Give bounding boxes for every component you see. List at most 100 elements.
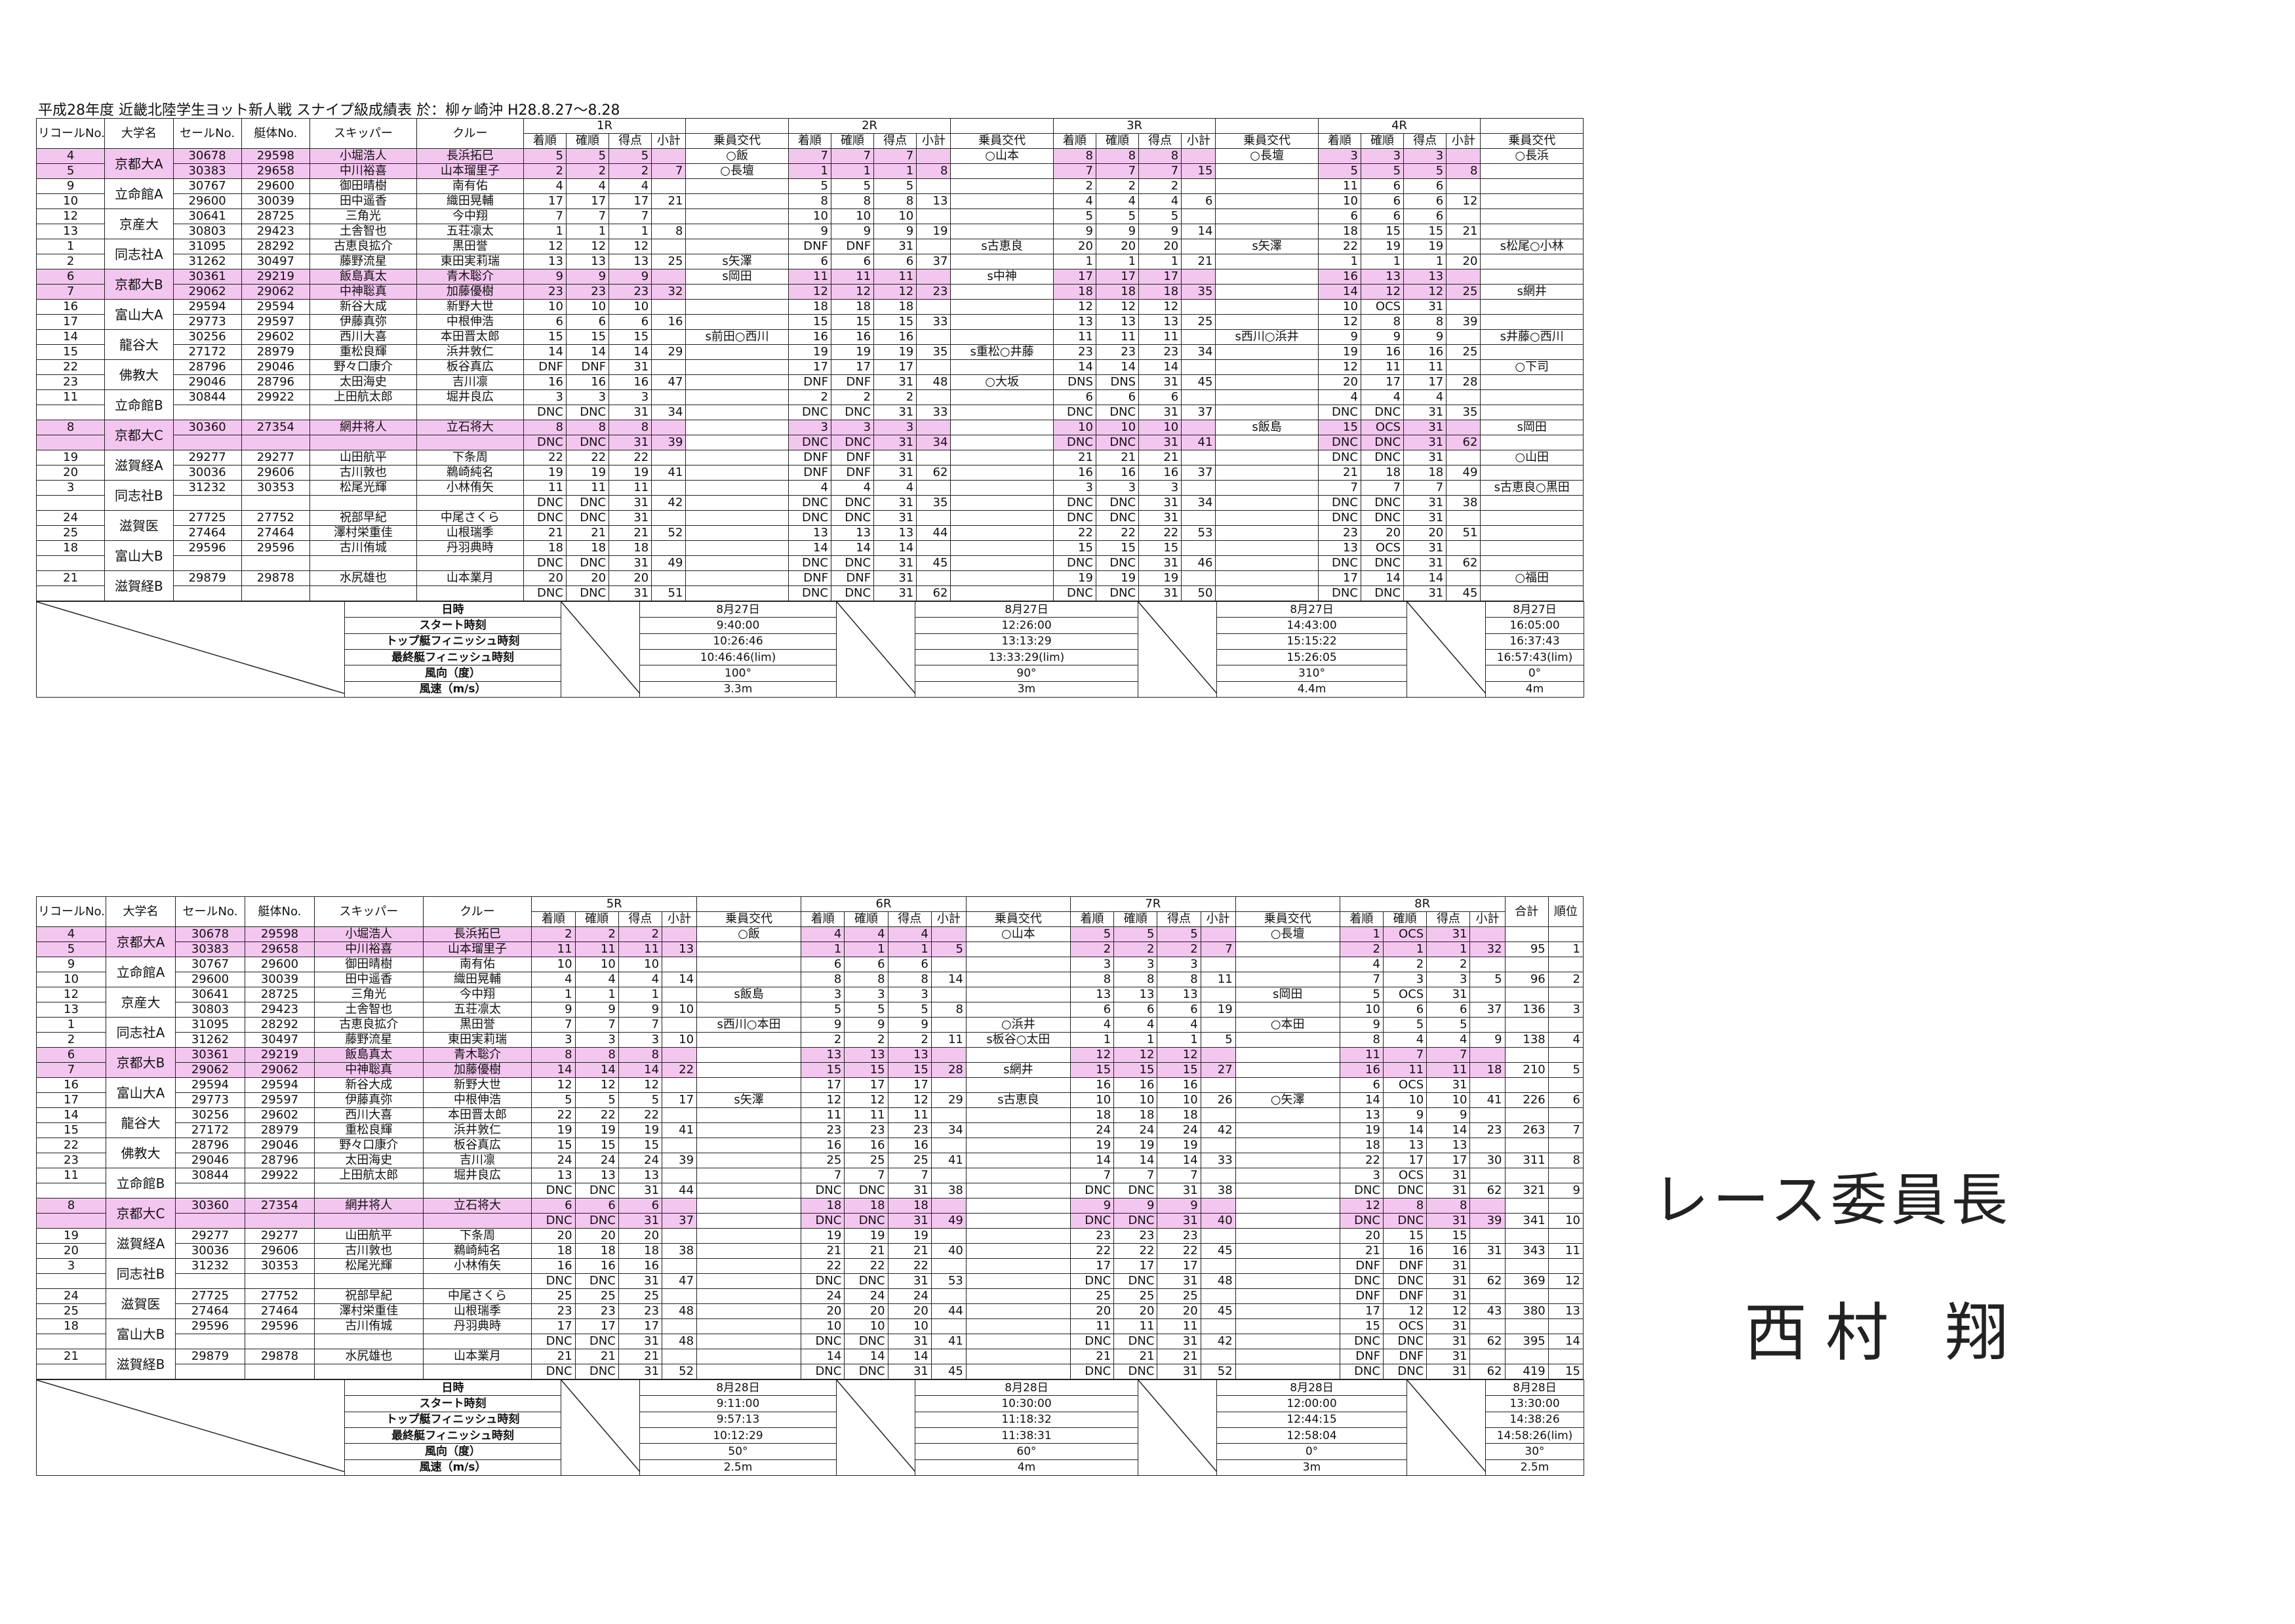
crew-change <box>696 1288 802 1304</box>
skipper-name <box>309 435 417 450</box>
race-points: 7 <box>1426 1047 1471 1063</box>
recall-no: 21 <box>35 570 106 586</box>
race-subtotal: 30 <box>1469 1153 1506 1168</box>
race-subtotal: 21 <box>1446 224 1481 239</box>
recall-no: 1 <box>36 1017 106 1033</box>
race-confirmed: 10 <box>565 299 610 315</box>
race-points: 16 <box>873 329 917 345</box>
crew-change <box>1480 269 1584 285</box>
footer-label: 最終艇フィニッシュ時刻 <box>344 1427 561 1444</box>
race-points: 2 <box>609 163 652 179</box>
sail-no: 29879 <box>172 570 242 586</box>
total-points: 369 <box>1504 1273 1549 1289</box>
crew-name: 小林侑矢 <box>422 1258 532 1274</box>
crew-change: s網井 <box>965 1062 1071 1078</box>
race-confirmed: 6 <box>844 957 888 972</box>
crew-name: 小林侑矢 <box>416 480 524 496</box>
race-points: 31 <box>1426 1364 1471 1379</box>
footer-value: 30° <box>1485 1443 1584 1460</box>
recall-no: 19 <box>36 1228 106 1244</box>
race-arrival: DNC <box>531 1213 576 1229</box>
diagonal-line <box>36 1379 346 1473</box>
crew-name <box>416 585 524 601</box>
crew-change <box>1215 405 1319 420</box>
race-confirmed: DNC <box>1360 555 1405 571</box>
crew-change <box>1235 941 1340 957</box>
crew-change <box>965 1198 1071 1214</box>
race-arrival: DNF <box>1339 1258 1384 1274</box>
race-subtotal: 10 <box>662 1002 698 1018</box>
recall-no <box>35 495 106 511</box>
recall-no <box>35 585 106 601</box>
race-confirmed: OCS <box>1382 1318 1427 1334</box>
crew-change <box>1235 1062 1340 1078</box>
crew-change: s矢澤 <box>685 254 789 269</box>
race-subtotal: 62 <box>916 585 951 601</box>
header-subtotal: 小計 <box>930 911 967 927</box>
race-arrival: 5 <box>1317 163 1361 179</box>
hull-no: 28796 <box>241 374 311 390</box>
university-name: 佛教大 <box>106 1138 176 1168</box>
total-points <box>1504 957 1549 972</box>
university-name: 立命館A <box>106 957 176 987</box>
crew-name: 下条周 <box>416 450 524 465</box>
hull-no: 27752 <box>241 510 311 526</box>
race-points: 31 <box>618 1273 663 1289</box>
crew-change <box>965 1288 1071 1304</box>
race-subtotal: 5 <box>930 941 967 957</box>
recall-no: 12 <box>35 208 106 224</box>
race-subtotal <box>662 1107 698 1123</box>
final-rank <box>1547 1107 1584 1123</box>
race-points: 6 <box>1157 1002 1201 1018</box>
race-subtotal: 40 <box>1200 1213 1236 1229</box>
final-rank: 8 <box>1547 1153 1584 1168</box>
crew-change: s飯島 <box>696 987 802 1002</box>
race-confirmed: 12 <box>830 284 875 300</box>
crew-change <box>950 359 1054 375</box>
crew-change <box>950 480 1054 496</box>
race-subtotal <box>1181 239 1216 254</box>
crew-change <box>696 1153 802 1168</box>
hull-no: 28979 <box>245 1122 315 1138</box>
race-arrival: 11 <box>523 480 567 496</box>
crew-name: 鵜崎純名 <box>416 465 524 481</box>
race-confirmed: DNC <box>1113 1364 1158 1379</box>
skipper-name: 田中遥香 <box>314 972 424 987</box>
race-arrival: 7 <box>801 1168 845 1183</box>
race-subtotal: 13 <box>662 941 698 957</box>
sail-no <box>175 1183 245 1198</box>
footer-value: 16:37:43 <box>1485 633 1584 650</box>
skipper-name: 三角光 <box>309 208 417 224</box>
race-confirmed: 17 <box>1095 269 1140 285</box>
footer-value: 12:58:04 <box>1216 1427 1407 1444</box>
race-subtotal <box>1181 570 1216 586</box>
race-confirmed: 24 <box>574 1153 619 1168</box>
recall-no <box>36 1334 106 1349</box>
race-points: 5 <box>1426 1017 1471 1033</box>
crew-change <box>685 540 789 556</box>
race-points: 16 <box>618 1258 663 1274</box>
race-confirmed: 19 <box>830 344 875 360</box>
race-confirmed: 1 <box>830 163 875 179</box>
race-subtotal: 16 <box>651 314 687 330</box>
race-points: 1 <box>1403 254 1447 269</box>
race-arrival: DNS <box>1052 374 1096 390</box>
race-subtotal <box>930 926 967 942</box>
race-arrival: DNC <box>523 405 567 420</box>
race-subtotal <box>930 1017 967 1033</box>
race-subtotal <box>651 178 687 194</box>
header-confirmed: 確順 <box>1360 133 1405 149</box>
race-arrival: DNF <box>788 570 831 586</box>
race-confirmed: 21 <box>574 1349 619 1364</box>
race-points: 5 <box>873 178 917 194</box>
race-subtotal <box>1446 239 1481 254</box>
skipper-name: 祝部早紀 <box>309 510 417 526</box>
race-subtotal: 25 <box>1181 314 1216 330</box>
crew-name: 東田実莉瑞 <box>416 254 524 269</box>
race-arrival: DNC <box>1317 585 1361 601</box>
